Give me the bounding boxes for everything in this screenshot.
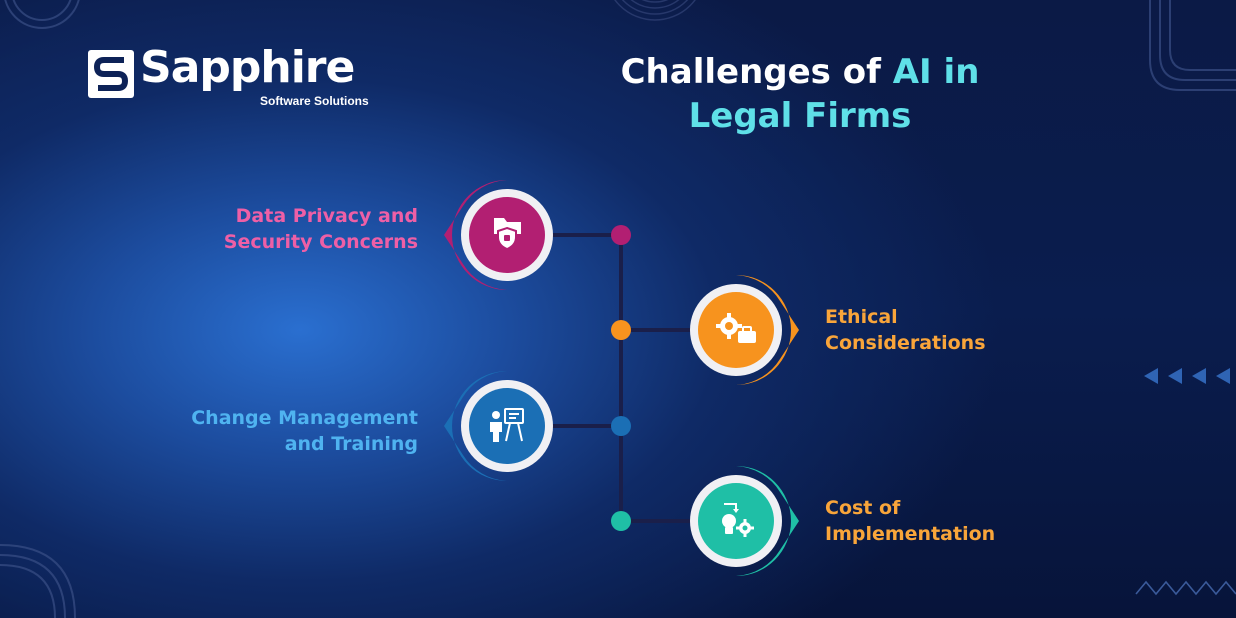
node-item4 <box>690 466 799 576</box>
node-item1 <box>444 180 553 290</box>
item2-line2: Considerations <box>825 332 986 354</box>
item1-line1: Data Privacy and <box>235 205 418 227</box>
junction-dot-item4 <box>611 511 631 531</box>
decor-rings-top-left <box>4 0 80 29</box>
item-label-cost: Cost of Implementation <box>825 495 995 547</box>
brand-tagline: Software Solutions <box>260 94 369 108</box>
decor-corner-top-right <box>1149 0 1236 91</box>
decor-zigzag <box>1135 580 1236 596</box>
node-item2 <box>690 275 799 385</box>
brand-name: Sapphire <box>140 42 355 93</box>
junction-dot-item2 <box>611 320 631 340</box>
node-item2-crescent <box>736 275 799 385</box>
item4-line1: Cost of <box>825 497 901 519</box>
node-item4-crescent <box>736 466 799 576</box>
item2-line1: Ethical <box>825 306 898 328</box>
node-item3 <box>444 371 553 481</box>
decor-arcs-bottom-left <box>0 544 76 618</box>
title-highlight: AI in <box>892 52 980 92</box>
node-item3-disc <box>469 388 545 464</box>
decor-arcs-top <box>614 0 696 21</box>
item-label-data-privacy: Data Privacy and Security Concerns <box>224 203 418 255</box>
title-line1: Challenges of AI in <box>600 50 1000 94</box>
gear-briefcase-icon <box>716 313 756 343</box>
item3-line2: and Training <box>284 433 418 455</box>
item-label-ethical: Ethical Considerations <box>825 304 986 356</box>
item-label-change-management: Change Management and Training <box>191 405 418 457</box>
item4-line2: Implementation <box>825 523 996 545</box>
presenter-board-icon <box>490 408 524 442</box>
page-title: Challenges of AI in Legal Firms <box>600 50 1000 138</box>
item1-line2: Security Concerns <box>223 231 418 253</box>
lightbulb-gear-icon <box>722 503 754 537</box>
junction-dot-item3 <box>611 416 631 436</box>
title-line2: Legal Firms <box>688 96 912 136</box>
junction-dot-item1 <box>611 225 631 245</box>
secure-folder-icon <box>494 218 521 251</box>
node-item3-crescent <box>444 371 507 481</box>
item3-line1: Change Management <box>191 407 418 429</box>
sapphire-logo-icon <box>88 50 134 98</box>
decor-arrows-right <box>1144 368 1230 384</box>
brand-logo: Sapphire Software Solutions <box>88 42 388 118</box>
node-item1-crescent <box>444 180 507 290</box>
title-prefix: Challenges of <box>620 52 893 92</box>
